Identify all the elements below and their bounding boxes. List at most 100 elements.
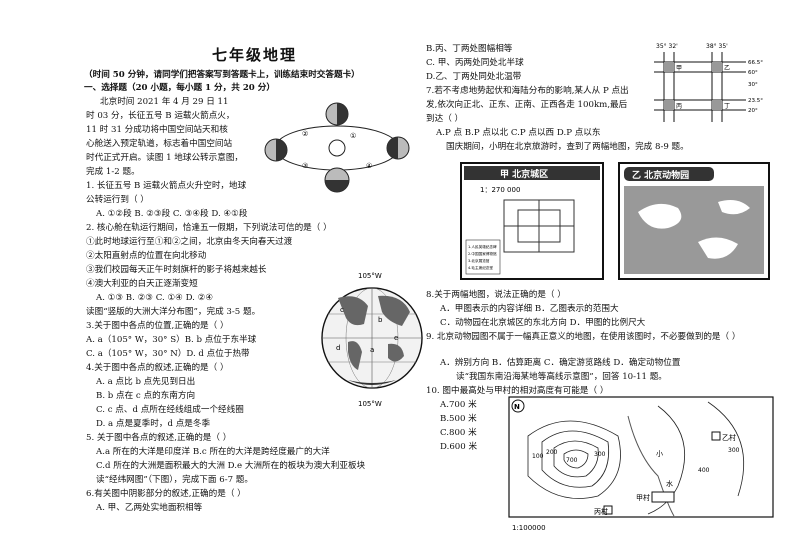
question-9-stem: 9. 北京动物园图不属于一幅真正意义的地图，在使用该图时，不必要做到的是（ ） <box>426 332 741 342</box>
globe-top-label: 105°W <box>358 272 382 280</box>
contour-scale: 1:100000 <box>512 524 546 532</box>
intro-contour: 读“我国东南沿海某地等高线示意图”，回答 10-11 题。 <box>456 372 667 382</box>
question-5-line: 读“经纬网图”（下图），完成下面 6-7 题。 <box>96 475 253 485</box>
question-8-stem: 8.关于两幅地图，说法正确的是（ ） <box>426 290 566 300</box>
globe-bottom-label: 105°W <box>358 400 382 408</box>
question-4-line: A. a 点比 b 点先见到日出 <box>96 377 196 387</box>
north-icon: N <box>514 403 520 411</box>
question-3-line: C. a（105° W，30° N）D. d 点位于热带 <box>86 349 250 359</box>
earth-icon <box>386 136 410 160</box>
svg-text:乙: 乙 <box>724 65 730 72</box>
svg-text:23.5°: 23.5° <box>748 98 763 104</box>
svg-text:300: 300 <box>594 451 606 458</box>
svg-text:②: ② <box>302 130 308 138</box>
question-2-item: ②太阳直射点的位置在向北移动 <box>86 251 207 261</box>
svg-text:4.毛主席纪念堂: 4.毛主席纪念堂 <box>468 265 493 270</box>
svg-text:水: 水 <box>666 479 673 488</box>
question-3-line: A. a（105° W，30° S）B. b 点位于东半球 <box>86 335 257 345</box>
question-2-item: ①此时地球运行至①和②之间，北京由冬天向春天过渡 <box>86 237 293 247</box>
question-6-line: D.乙、丁两处同处北温带 <box>426 72 522 82</box>
svg-text:60°: 60° <box>748 70 758 76</box>
svg-text:①: ① <box>350 132 356 140</box>
globe-map: c b d e a 105°W 105°W <box>321 272 423 408</box>
contour-map: N 700 100 200 300 400 300 乙村 甲村 丙村 小 水 1… <box>508 396 774 532</box>
earth-icon <box>325 102 349 126</box>
question-10-option: B.500 米 <box>440 414 477 424</box>
earth-icon <box>324 167 350 193</box>
question-8-line: A．甲图表示的内容详细 B．乙图表示的范围大 <box>440 304 619 314</box>
question-6-line: C. 甲、丙两处同处北半球 <box>426 58 524 68</box>
question-6-line: B.丙、丁两处图幅相等 <box>426 44 513 54</box>
village-jia: 甲村 <box>636 493 650 502</box>
question-2-item: ③我们校园每天正午时刻旗杆的影子将越来越长 <box>86 265 267 275</box>
question-5-line: A.a 所在的大洋是印度洋 B.c 所在的大洋是跨经度最广的大洋 <box>96 447 330 457</box>
svg-text:③: ③ <box>302 162 308 170</box>
intro-line: 11 时 31 分成功将中国空间站天和核 <box>86 125 228 135</box>
question-7-line: 到达（ ） <box>426 114 464 124</box>
earth-icon <box>264 138 288 162</box>
page-title: 七年级地理 <box>212 46 298 64</box>
intro-line: 心舱送入预定轨道，标志着中国空间站 <box>86 139 233 149</box>
intro-line: 时代正式开启。读图 1 地球公转示意图， <box>86 153 244 163</box>
question-8-line: C．动物园在北京城区的东北方向 D．甲图的比例尺大 <box>440 318 646 328</box>
svg-text:2.中国国家博物馆: 2.中国国家博物馆 <box>468 251 497 256</box>
question-2-stem: 2. 核心舱在轨运行期间，恰逢五一假期，下列说法可信的是（ ） <box>86 223 332 233</box>
question-4-line: D. a 点是夏季时，d 点是冬季 <box>96 419 211 429</box>
section-heading: 一、选择题（20 小题，每小题 1 分，共 20 分） <box>84 83 275 93</box>
svg-text:700: 700 <box>566 457 578 464</box>
intro-line: 时 03 分，长征五号 B 运载火箭点火， <box>86 111 235 121</box>
grid-lon-left: 35° 32' <box>656 43 678 50</box>
intro-maps: 读图“竖版的大洲大洋分布图”，完成 3-5 题。 <box>86 307 261 317</box>
question-5-stem: 5. 关于图中各点的叙述,正确的是（ ） <box>86 433 232 443</box>
question-3-stem: 3.关于图中各点的位置,正确的是（ ） <box>86 321 229 331</box>
svg-text:1.人民英雄纪念碑: 1.人民英雄纪念碑 <box>468 244 497 249</box>
question-1-stem: 公转运行到（ ） <box>86 195 149 205</box>
svg-text:小: 小 <box>656 449 663 458</box>
question-9-options: A．辨别方向 B．估算距离 C．确定游览路线 D．确定动物位置 <box>440 358 681 368</box>
question-4-stem: 4.关于图中各点的叙述,正确的是（ ） <box>86 363 229 373</box>
question-7-options: A.P 点 B.P 点以北 C.P 点以西 D.P 点以东 <box>436 128 601 138</box>
svg-text:300: 300 <box>728 447 740 454</box>
question-10-option: D.600 米 <box>440 442 478 452</box>
svg-text:c: c <box>340 306 344 314</box>
svg-text:④: ④ <box>366 162 372 170</box>
question-10-option: A.700 米 <box>440 400 477 410</box>
instructions: （时间 50 分钟，请同学们把答案写到答题卡上，训练结束时交答题卡） <box>84 70 360 80</box>
svg-text:3.北京展览馆: 3.北京展览馆 <box>468 258 490 263</box>
question-6-line: A. 甲、乙两处实地面积相等 <box>96 503 203 513</box>
village-yi: 乙村 <box>722 433 736 442</box>
intro-line: 完成 1-2 题。 <box>86 167 140 177</box>
orbit-diagram: ① ② ③ ④ <box>264 102 410 193</box>
svg-text:200: 200 <box>546 449 558 456</box>
question-10-stem: 10. 图中最高处与甲村的相对高度有可能是（ ） <box>426 386 609 396</box>
question-7-line: 7.若不考虑地势起伏和海陆分布的影响,某人从 P 点出 <box>426 86 629 96</box>
village-bing: 丙村 <box>594 507 608 516</box>
svg-text:丁: 丁 <box>724 103 730 110</box>
intro-beijing: 国庆期间，小明在北京旅游时，查到了两幅地图，完成 8-9 题。 <box>446 142 689 152</box>
svg-text:a: a <box>370 346 374 354</box>
question-2-options: A. ①③ B. ②③ C. ①④ D. ②④ <box>96 293 214 303</box>
svg-text:丙: 丙 <box>676 103 682 110</box>
svg-text:30°: 30° <box>748 82 758 88</box>
question-1-options: A. ①②段 B. ②③段 C. ③④段 D. ④①段 <box>96 209 248 219</box>
map-a-title: 甲 北京城区 <box>500 168 548 180</box>
question-5-line: C.d 所在的大洲是面积最大的大洲 D.e 大洲所在的板块为澳大利亚板块 <box>96 461 366 471</box>
latlon-grid: 35° 32' 38° 35' 甲 乙 丙 丁 66.5° 60° 30° 23… <box>654 43 763 122</box>
svg-text:66.5°: 66.5° <box>748 60 763 66</box>
map-a-scale: 1：270 000 <box>480 186 520 194</box>
grid-lon-right: 38° 35' <box>706 43 728 50</box>
svg-text:b: b <box>378 316 383 324</box>
svg-text:d: d <box>336 344 340 352</box>
question-7-line: 发,依次向正北、正东、正南、正西各走 100km,最后 <box>426 100 628 110</box>
svg-text:400: 400 <box>698 467 710 474</box>
svg-text:20°: 20° <box>748 108 758 114</box>
question-6-stem: 6.有关图中阴影部分的叙述,正确的是（ ） <box>86 489 246 499</box>
question-10-option: C.800 米 <box>440 428 477 438</box>
svg-text:e: e <box>394 334 398 342</box>
map-beijing-city: 甲 北京城区 1：270 000 1.人民英雄纪念碑 2.中国国家博物馆 3.北… <box>460 162 604 280</box>
svg-text:甲: 甲 <box>676 65 682 72</box>
map-b-title: 乙 北京动物园 <box>632 169 689 181</box>
question-2-item: ④澳大利亚的白天正逐渐变短 <box>86 279 198 289</box>
svg-text:100: 100 <box>532 453 544 460</box>
question-4-line: C. c 点、d 点所在经线组成一个经线圈 <box>96 405 244 415</box>
